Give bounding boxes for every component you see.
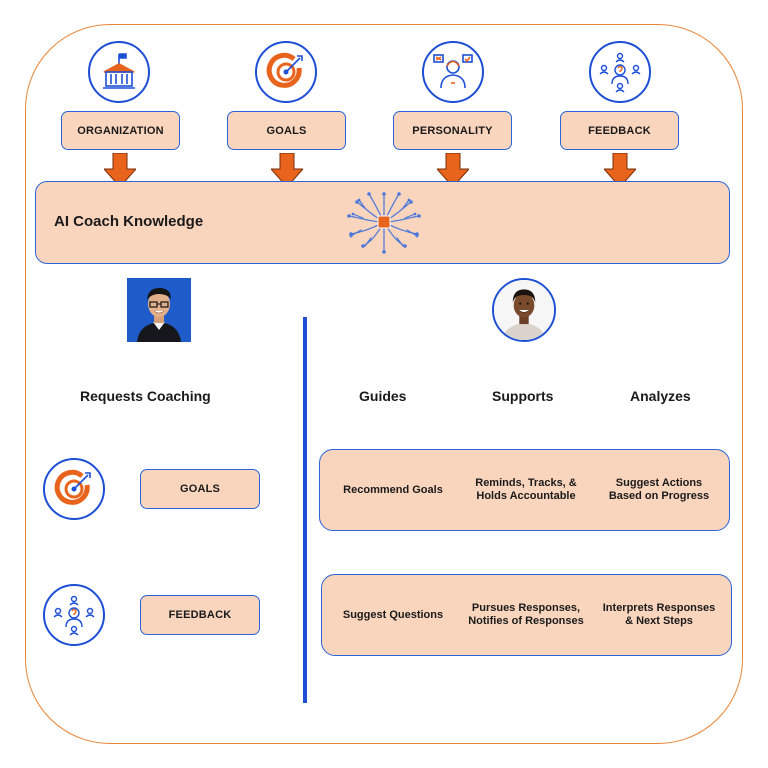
diagram-frame xyxy=(25,24,743,744)
down-arrow-icon xyxy=(271,153,303,187)
input-pill-organization: ORGANIZATION xyxy=(61,111,180,150)
organization-building-icon xyxy=(88,41,150,103)
knowledge-title: AI Coach Knowledge xyxy=(54,213,204,230)
target-goal-icon xyxy=(255,41,317,103)
column-heading-supports: Supports xyxy=(492,388,554,404)
goals-response-panel xyxy=(319,449,730,531)
request-pill-goals: GOALS xyxy=(140,469,260,509)
column-heading-guides: Guides xyxy=(359,388,407,404)
input-label: ORGANIZATION xyxy=(77,124,164,137)
column-heading-analyzes: Analyzes xyxy=(630,388,691,404)
ai-brain-chip-icon xyxy=(347,192,421,254)
cell-suggest-questions: Suggest Questions xyxy=(342,609,444,621)
feedback-network-icon xyxy=(589,41,651,103)
vertical-divider xyxy=(303,317,307,703)
down-arrow-icon xyxy=(437,153,469,187)
cell-interprets-responses: Interprets Responses & Next Steps xyxy=(602,602,716,627)
user-photo xyxy=(127,278,191,342)
input-label: FEEDBACK xyxy=(588,124,651,137)
requests-coaching-heading: Requests Coaching xyxy=(80,388,211,404)
cell-recommend-goals: Recommend Goals xyxy=(343,484,443,496)
down-arrow-icon xyxy=(604,153,636,187)
input-label: PERSONALITY xyxy=(412,124,493,137)
request-label: GOALS xyxy=(179,483,221,495)
request-pill-feedback: FEEDBACK xyxy=(140,595,260,635)
target-goal-icon xyxy=(43,458,105,520)
cell-suggest-actions: Suggest Actions Based on Progress xyxy=(608,477,710,502)
down-arrow-icon xyxy=(104,153,136,187)
feedback-network-icon xyxy=(43,584,105,646)
input-label: GOALS xyxy=(266,124,307,137)
request-label: FEEDBACK xyxy=(168,609,232,621)
cell-pursues-responses: Pursues Responses, Notifies of Responses xyxy=(468,602,584,627)
input-pill-feedback: FEEDBACK xyxy=(560,111,679,150)
personality-person-icon xyxy=(422,41,484,103)
cell-reminds-tracks: Reminds, Tracks, & Holds Accountable xyxy=(475,477,577,502)
ai-coach-photo xyxy=(492,278,556,342)
input-pill-personality: PERSONALITY xyxy=(393,111,512,150)
input-pill-goals: GOALS xyxy=(227,111,346,150)
feedback-response-panel xyxy=(321,574,732,656)
